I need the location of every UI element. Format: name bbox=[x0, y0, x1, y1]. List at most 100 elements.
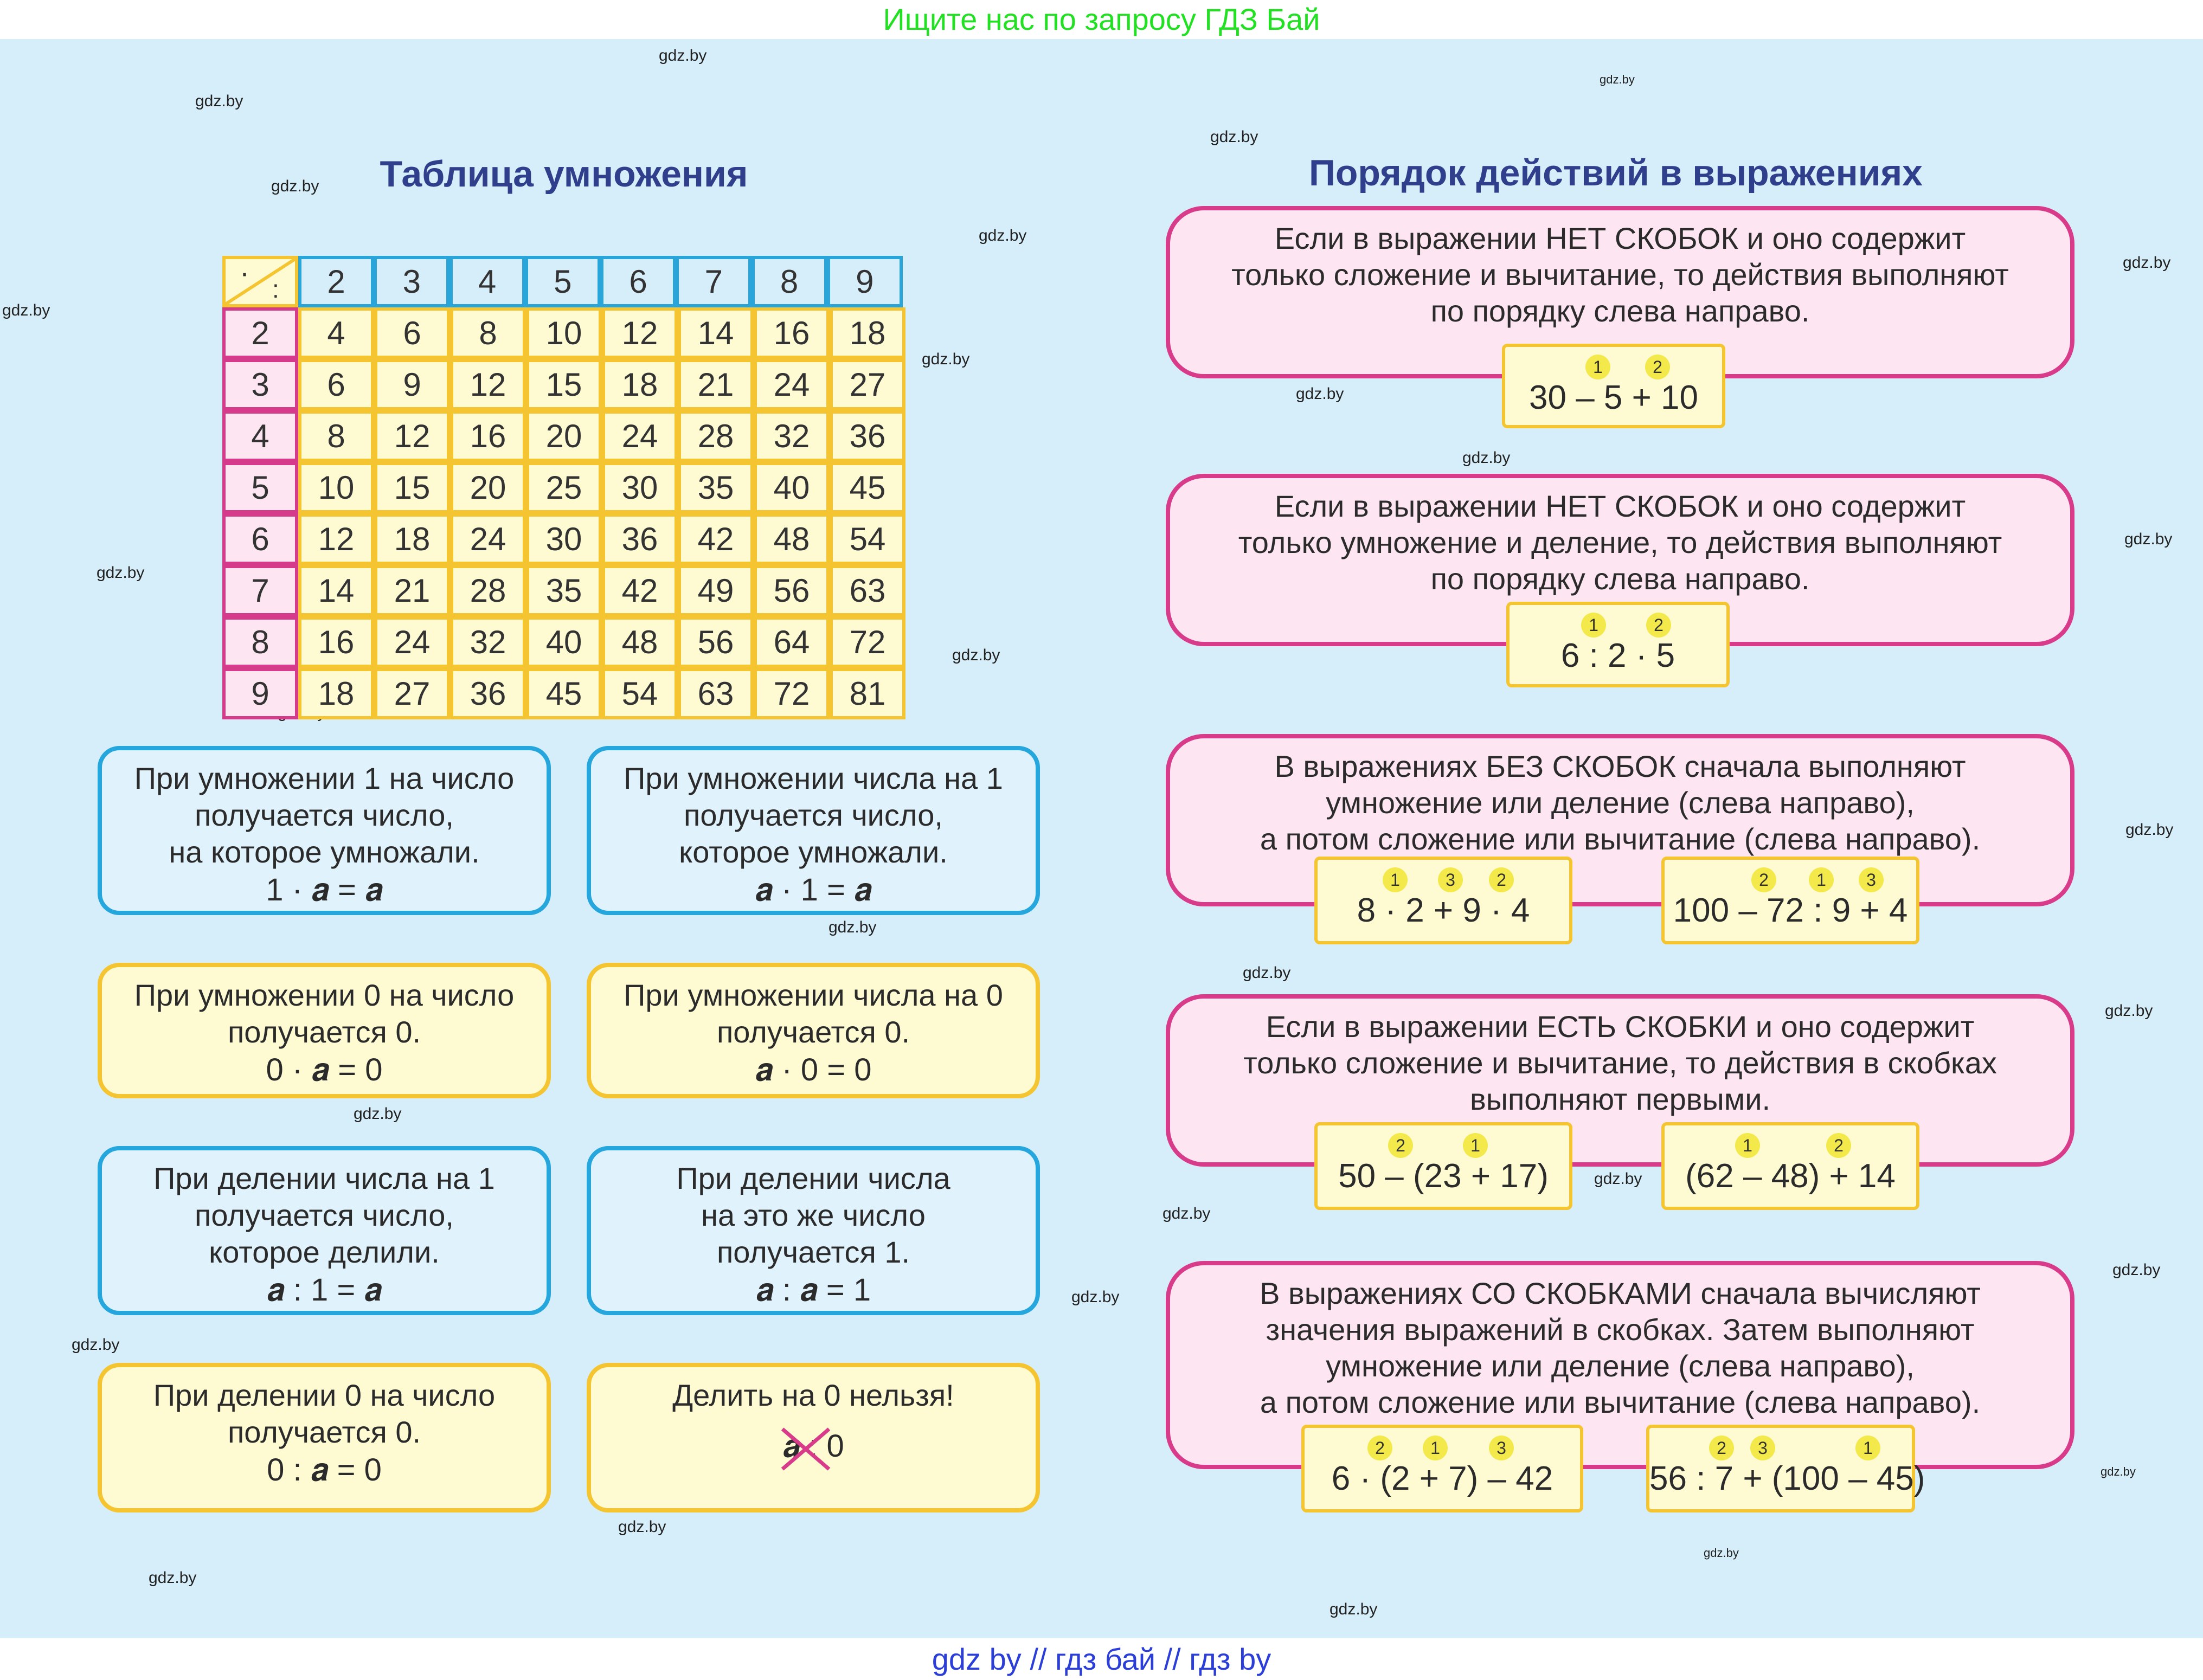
bottom-banner: gdz by // гдз бай // гдз by bbox=[932, 1642, 1271, 1676]
order-rule-text-line: умножение или деление (слева направо), bbox=[1326, 1349, 1915, 1383]
watermark: gdz.by bbox=[1462, 449, 1511, 467]
watermark: gdz.by bbox=[1296, 385, 1344, 403]
table-value-cell: 16 bbox=[754, 307, 830, 359]
table-header-cell: 9 bbox=[826, 256, 903, 307]
table-value-cell: 9 bbox=[374, 359, 450, 410]
watermark: gdz.by bbox=[618, 1518, 666, 1536]
table-value-cell: 12 bbox=[374, 410, 450, 462]
table-value-cell: 12 bbox=[450, 359, 526, 410]
example-expression: (62 – 48) + 14 bbox=[1685, 1157, 1896, 1195]
watermark: gdz.by bbox=[1162, 1205, 1211, 1222]
table-row-header-cell: 9 bbox=[222, 668, 298, 719]
table-value-cell: 56 bbox=[678, 616, 754, 668]
watermark: gdz.by bbox=[195, 92, 243, 110]
operation-order-badge: 2 bbox=[1646, 613, 1671, 638]
example-expression: 100 – 72 : 9 + 4 bbox=[1673, 892, 1908, 929]
operation-order-badge: 2 bbox=[1751, 867, 1776, 892]
watermark: gdz.by bbox=[979, 227, 1027, 244]
rule-formula: 0 : 𝒂 = 0 bbox=[267, 1452, 382, 1488]
table-value-cell: 16 bbox=[298, 616, 374, 668]
watermark: gdz.by bbox=[1594, 1170, 1642, 1188]
order-rule-text-line: а потом сложение или вычитание (слева на… bbox=[1260, 1385, 1981, 1419]
table-value-cell: 18 bbox=[830, 307, 905, 359]
table-value-cell: 35 bbox=[526, 565, 602, 616]
table-value-cell: 27 bbox=[374, 668, 450, 719]
watermark: gdz.by bbox=[922, 350, 970, 368]
order-rule-text-line: только сложение и вычитание, то действия… bbox=[1243, 1046, 1997, 1080]
watermark: gdz.by bbox=[1210, 128, 1258, 146]
watermark: gdz.by bbox=[1329, 1600, 1378, 1618]
rule-text-line: получается число, bbox=[195, 798, 454, 832]
table-value-cell: 8 bbox=[450, 307, 526, 359]
operation-order-badge: 1 bbox=[1423, 1436, 1448, 1460]
watermark: gdz.by bbox=[2123, 254, 2171, 272]
operation-order-badge: 1 bbox=[1855, 1436, 1880, 1460]
table-value-cell: 28 bbox=[678, 410, 754, 462]
table-row-header-cell: 8 bbox=[222, 616, 298, 668]
rule-text-line: При делении числа bbox=[676, 1161, 950, 1195]
order-rule-text-line: по порядку слева направо. bbox=[1430, 294, 1810, 328]
table-value-cell: 16 bbox=[450, 410, 526, 462]
watermark: gdz.by bbox=[354, 1105, 402, 1123]
table-value-cell: 15 bbox=[526, 359, 602, 410]
table-header-cell: 3 bbox=[374, 256, 450, 307]
table-value-cell: 48 bbox=[602, 616, 678, 668]
order-of-operations-title: Порядок действий в выражениях bbox=[1309, 152, 1923, 194]
table-value-cell: 4 bbox=[298, 307, 374, 359]
table-value-cell: 20 bbox=[450, 462, 526, 513]
watermark: gdz.by bbox=[271, 177, 319, 195]
rule-formula: 𝒂 · 0 = 0 bbox=[755, 1052, 872, 1087]
table-value-cell: 27 bbox=[830, 359, 905, 410]
rule-text-line: получается 0. bbox=[227, 1415, 421, 1449]
table-value-cell: 18 bbox=[374, 513, 450, 565]
table-value-cell: 30 bbox=[526, 513, 602, 565]
table-value-cell: 6 bbox=[298, 359, 374, 410]
diagonal-line-icon bbox=[226, 259, 295, 304]
rule-text-line: Делить на 0 нельзя! bbox=[672, 1378, 954, 1412]
rule-text-line: получается 0. bbox=[716, 1015, 910, 1049]
table-row-header-cell: 3 bbox=[222, 359, 298, 410]
table-header-cell: 6 bbox=[600, 256, 676, 307]
table-value-cell: 45 bbox=[830, 462, 905, 513]
table-value-cell: 25 bbox=[526, 462, 602, 513]
worksheet: gdz.by gdz.by gdz.by gdz.by gdz.by gdz.b… bbox=[0, 39, 2203, 1638]
watermark: gdz.by bbox=[2101, 1465, 2136, 1478]
table-value-cell: 24 bbox=[754, 359, 830, 410]
example-expression: 50 – (23 + 17) bbox=[1338, 1157, 1549, 1195]
watermark: gdz.by bbox=[659, 47, 707, 65]
operation-order-badge: 2 bbox=[1388, 1133, 1413, 1158]
rule-formula: 𝒂 : 1 = 𝒂 bbox=[266, 1272, 382, 1308]
table-value-cell: 21 bbox=[678, 359, 754, 410]
order-rule-text-line: выполняют первыми. bbox=[1469, 1082, 1771, 1116]
rule-text-line: получается число, bbox=[684, 798, 943, 832]
rule-formula: 𝒂 : 0 bbox=[591, 1427, 1036, 1471]
table-value-cell: 40 bbox=[526, 616, 602, 668]
table-value-cell: 49 bbox=[678, 565, 754, 616]
rule-formula: 𝒂 : 𝒂 = 1 bbox=[755, 1272, 871, 1308]
rule-text-line: которое делили. bbox=[209, 1235, 440, 1269]
table-value-cell: 72 bbox=[754, 668, 830, 719]
rule-text-line: При умножении числа на 1 bbox=[624, 761, 1003, 795]
table-value-cell: 72 bbox=[830, 616, 905, 668]
operation-order-badge: 1 bbox=[1581, 613, 1606, 638]
table-value-cell: 21 bbox=[374, 565, 450, 616]
table-value-cell: 81 bbox=[830, 668, 905, 719]
watermark: gdz.by bbox=[1071, 1288, 1120, 1306]
order-rule-text-line: по порядку слева направо. bbox=[1430, 562, 1810, 596]
rule-text-line: При умножении 0 на число bbox=[134, 978, 515, 1012]
table-value-cell: 48 bbox=[754, 513, 830, 565]
table-header-cell: 5 bbox=[524, 256, 601, 307]
rule-formula: 𝒂 · 1 = 𝒂 bbox=[755, 872, 872, 907]
operation-order-badge: 2 bbox=[1367, 1436, 1392, 1460]
operation-order-badge: 2 bbox=[1826, 1133, 1851, 1158]
operation-order-badge: 1 bbox=[1463, 1133, 1488, 1158]
operation-order-badge: 2 bbox=[1489, 867, 1514, 892]
watermark: gdz.by bbox=[97, 564, 145, 582]
cross-out-icon bbox=[781, 1427, 831, 1471]
table-row-header-cell: 2 bbox=[222, 307, 298, 359]
table-value-cell: 6 bbox=[374, 307, 450, 359]
